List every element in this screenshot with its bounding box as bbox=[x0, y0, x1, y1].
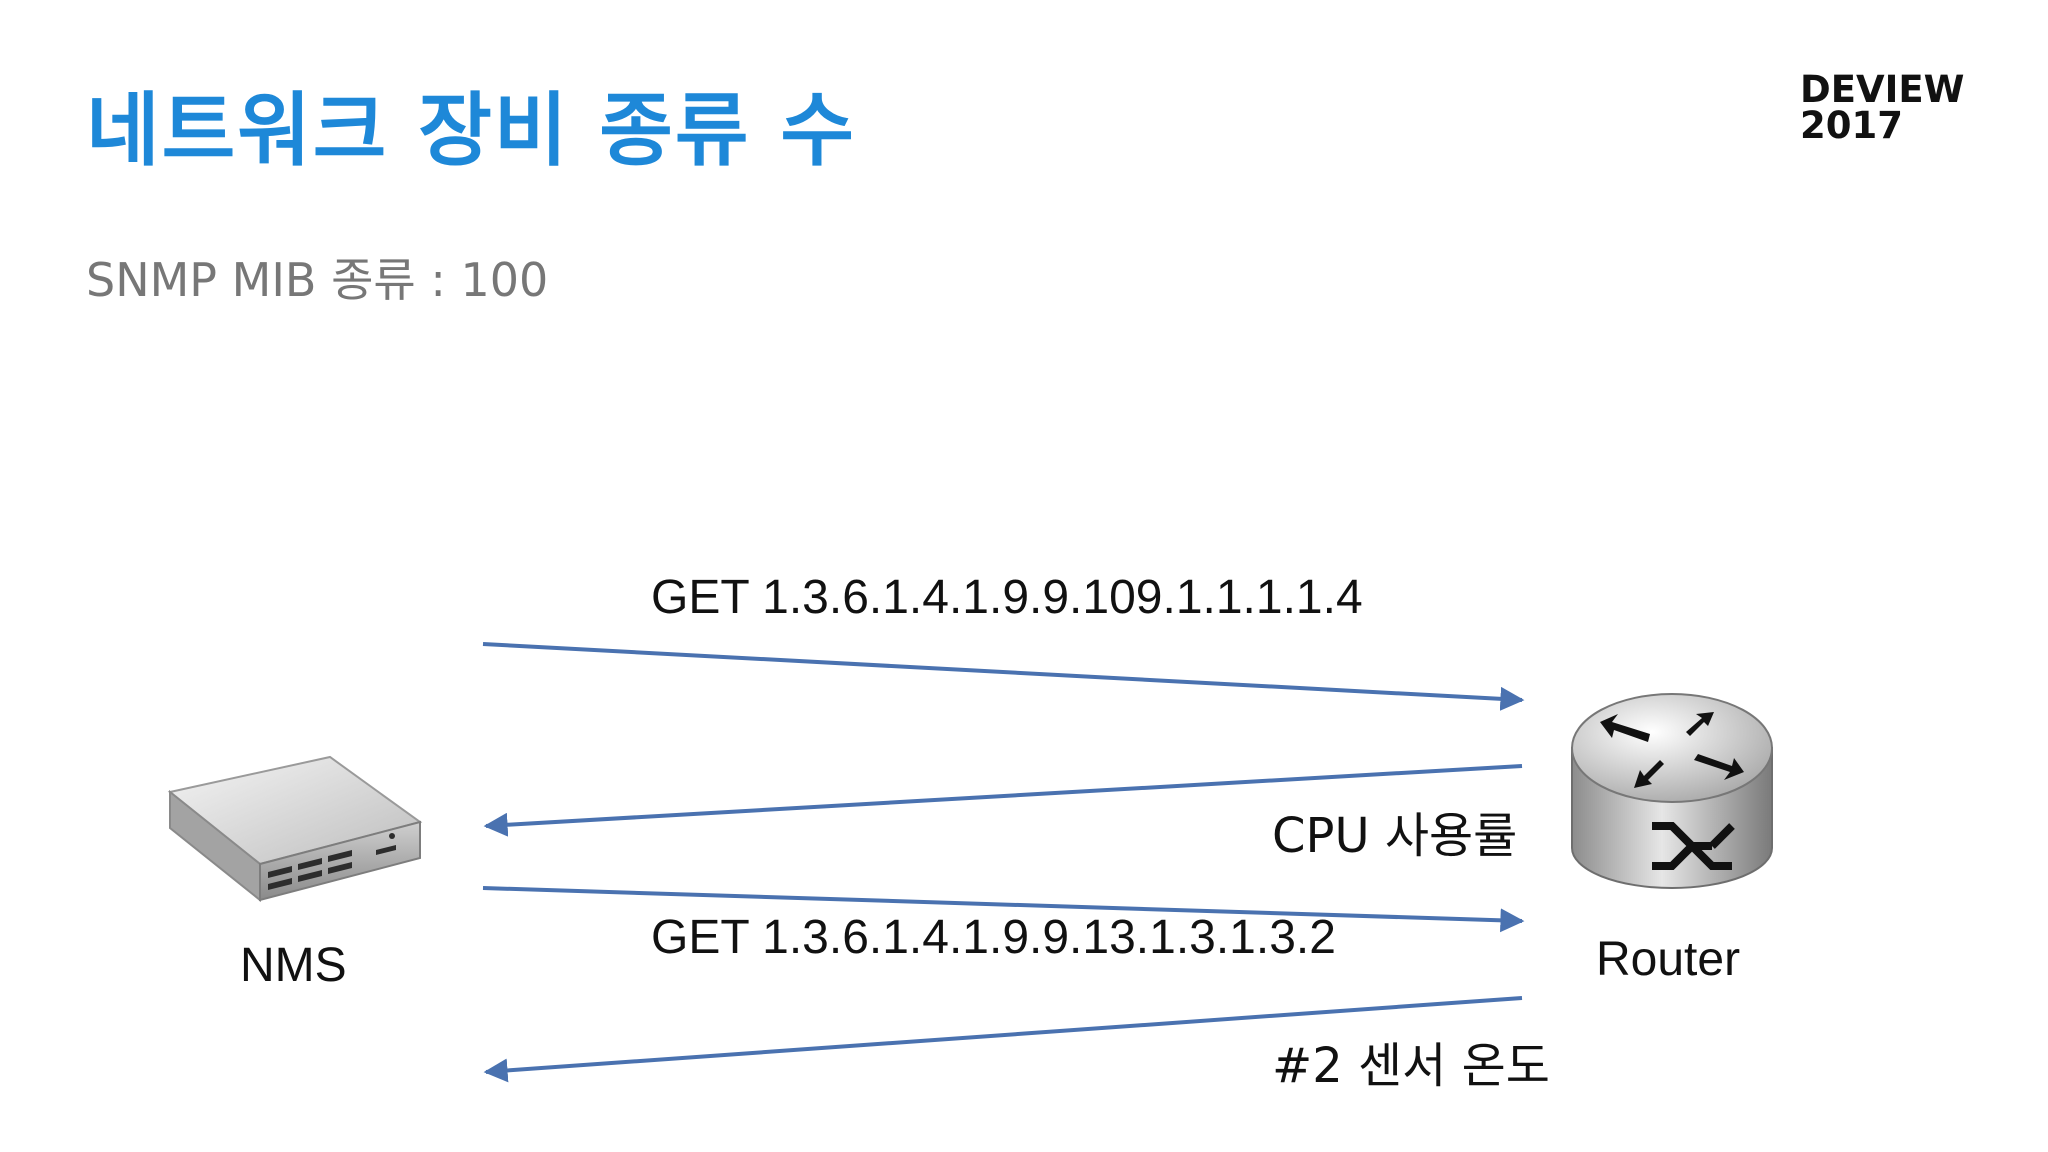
logo-line-2: 2017 bbox=[1800, 104, 1903, 147]
arrow-response-2 bbox=[483, 996, 1523, 1083]
message-label-4: #2 센서 온도 bbox=[1272, 1038, 1550, 1094]
router-label: Router bbox=[1596, 933, 1741, 986]
nms-label: NMS bbox=[240, 939, 347, 992]
message-label-2: CPU 사용률 bbox=[1272, 808, 1518, 864]
server-appliance-icon bbox=[167, 755, 423, 903]
slide-subtitle: SNMP MIB 종류 : 100 bbox=[86, 253, 549, 307]
deview-logo: DEVIEW 2017 bbox=[1800, 68, 1965, 147]
slide-title: 네트워크 장비 종류 수 bbox=[86, 84, 856, 177]
message-label-3: GET 1.3.6.1.4.1.9.9.13.1.3.1.3.2 bbox=[651, 911, 1336, 964]
router-icon bbox=[1571, 693, 1773, 889]
arrow-response-1 bbox=[483, 764, 1523, 837]
message-label-1: GET 1.3.6.1.4.1.9.9.109.1.1.1.1.4 bbox=[651, 571, 1363, 624]
arrow-request-1 bbox=[482, 642, 1525, 711]
arrow-request-2 bbox=[482, 886, 1525, 933]
logo-line-1: DEVIEW bbox=[1800, 68, 1965, 111]
